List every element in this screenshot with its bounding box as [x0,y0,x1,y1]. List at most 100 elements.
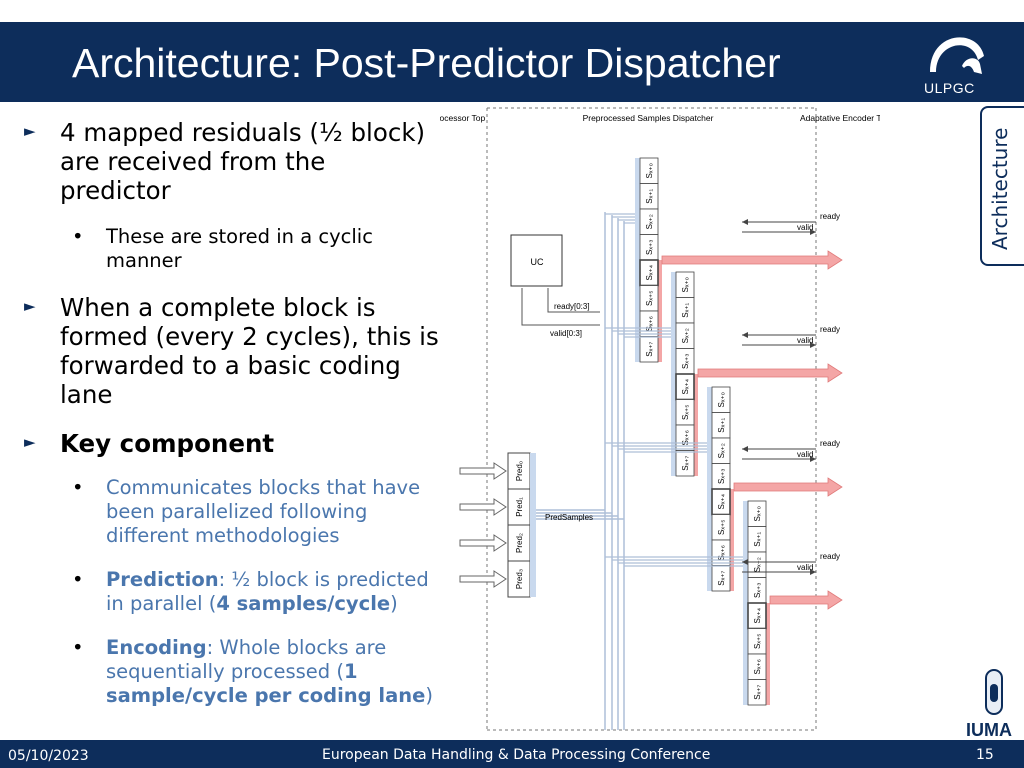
lane-3-ready-arrowhead [742,559,748,565]
bullet-3-sub-1: • Communicates blocks that have been par… [20,476,440,548]
coding-lanes: Sₓ₊₀ Sₓ₊₁ Sₓ₊₂ Sₓ₊₃ Sₓ₊₄ Sₓ₊₅ Sₓ₊₆ Sₓ₊₇ ready val… [459,157,843,730]
ulpgc-logo-icon [930,37,984,74]
lane-0-cell-3-label: Sₓ₊₃ [645,240,654,255]
lane-0-cell-2-label: Sₓ₊₂ [645,214,654,229]
lane-3-valid-label: valid [797,563,813,572]
label-encoder-top: Adaptative Encoder Top [800,113,880,123]
lane-2-cell-7-label: Sₓ₊₇ [717,571,726,586]
bullet-1-sub: • These are stored in a cyclic manner [20,225,440,273]
lane-3-cell-7 [747,679,767,706]
label-encoder-top-text: Adaptative Encoder Top [800,113,880,123]
dot-bullet-icon: • [72,636,84,659]
lane-0-input-strip [635,158,640,362]
encoding-rate: 1 sample/cycle per coding lane [106,660,426,707]
triangle-bullet-icon: ► [24,433,36,451]
valid-bus-line [521,288,600,326]
pred-samples-label: PredSamples [545,513,593,522]
ready-bus-line [547,288,600,313]
label-dispatcher: Preprocessed Samples Dispatcher [583,113,714,123]
lane-0-ready-arrowhead [742,219,748,225]
lane-2-cell-4-label: Sₓ₊₄ [717,494,726,509]
section-tab[interactable]: Architecture [980,106,1024,266]
ulpgc-logo-text: ULPGC [924,80,975,96]
bullet-1: ► 4 mapped residuals (½ block) are recei… [20,118,440,205]
lane-1-valid-label: valid [797,336,813,345]
lane-1-cell-7-label: Sₓ₊₇ [681,456,690,471]
lane-2-ready-label: ready [820,439,840,448]
bullet-3-sub-2: • Prediction: ½ block is predicted in pa… [20,568,440,616]
lane-1-cell-2-label: Sₓ₊₂ [681,328,690,343]
lane-3-output-arrow [769,590,843,610]
lane-3-ready-label: ready [820,552,840,561]
valid-bus-label: valid[0:3] [550,329,582,338]
lane-2-valid-arrowhead [810,456,816,462]
bullet-3-sub-3: • Encoding: Whole blocks are sequentiall… [20,636,440,708]
pred-input-arrow-1 [459,498,507,516]
lane-2-cell-3-label: Sₓ₊₃ [717,469,726,484]
lane-0-cell-5-label: Sₓ₊₅ [645,291,654,306]
bullet-list: ► 4 mapped residuals (½ block) are recei… [20,118,440,728]
lane-1-valid-arrowhead [810,342,816,348]
lane-1-cell-3-label: Sₓ₊₃ [681,354,690,369]
pred-box-1-label: Pred₁ [515,497,524,517]
lane-0-output-arrow [661,250,843,270]
lane-2-input-strip [707,387,712,591]
lane-2-cell-5-label: Sₓ₊₅ [717,520,726,535]
bullet-1-text: 4 mapped residuals (½ block) are receive… [60,118,426,205]
lane-3-cell-1-label: Sₓ₊₁ [753,532,762,547]
prediction-label: Prediction [106,568,219,591]
lane-0-cell-7-label: Sₓ₊₇ [645,342,654,357]
bullet-2: ► When a complete block is formed (every… [20,293,440,409]
lane-1-cell-0-label: Sₓ₊₀ [681,277,690,293]
lane-0-cell-0-label: Sₓ₊₀ [645,163,654,179]
lane-1-cell-1-label: Sₓ₊₁ [681,303,690,318]
pred-box-3-label: Pred₃ [515,569,524,589]
dot-bullet-icon: • [72,476,84,499]
bullet-2-text: When a complete block is formed (every 2… [60,293,439,409]
bullet-3-sub-1-text: Communicates blocks that have been paral… [106,476,421,547]
lane-3-valid-arrowhead [810,569,816,575]
prediction-text: : ½ block is predicted in parallel ( [106,568,429,615]
bullet-1-sub-text: These are stored in a cyclic manner [106,225,373,272]
lane-0-ready-label: ready [820,212,840,221]
pred-output-strip [530,453,536,597]
lane-3-cell-3-label: Sₓ₊₃ [753,583,762,598]
lane-3-cell-2-label: Sₓ₊₂ [753,557,762,572]
iuma-logo-text: IUMA [966,720,1012,740]
encoding-text: : Whole blocks are sequentially processe… [106,636,387,683]
dot-bullet-icon: • [72,568,84,591]
lane-1-cell-6-label: Sₓ₊₆ [681,430,690,445]
bullet-3: ► Key component [20,429,440,458]
lane-3-cell-6-label: Sₓ₊₆ [753,659,762,674]
footer-conference: European Data Handling & Data Processing… [322,747,711,763]
lane-0-cell-4-label: Sₓ₊₄ [645,265,654,280]
ready-bus-label: ready[0:3] [554,302,590,311]
pred-input-arrow-0 [459,462,507,480]
footer-date: 05/10/2023 [8,748,89,764]
lane-3-cell-4-label: Sₓ₊₄ [753,608,762,623]
pred-box-0-label: Pred₀ [515,461,524,481]
uc-box [510,234,563,287]
label-dispatcher-text: Preprocessed Samples Dispatcher [583,113,714,123]
lane-0-cell-1-label: Sₓ₊₁ [645,189,654,204]
section-tab-label: Architecture [988,127,1012,250]
bullet-3-text: Key component [60,429,275,458]
encoding-close: ) [425,684,433,707]
label-preprocessor-top: Preprocessor Top [440,113,485,123]
footer-page-number: 15 [976,747,994,763]
lane-3-cell-0-label: Sₓ₊₀ [753,506,762,522]
lane-2-output-arrow [733,477,843,497]
lane-2-cell-0-label: Sₓ₊₀ [717,392,726,408]
triangle-bullet-icon: ► [24,297,36,315]
lane-3-input-strip [743,501,748,705]
pred-box-2-label: Pred₂ [515,533,524,553]
lane-3-output-strip [766,603,770,705]
lane-0-cell-6-label: Sₓ₊₆ [645,316,654,331]
slide-title: Architecture: Post-Predictor Dispatcher [72,40,781,86]
lane-2-cell-1-label: Sₓ₊₁ [717,418,726,433]
header-bar [0,22,1024,102]
lane-0-valid-arrowhead [810,229,816,235]
lane-1-cell-5-label: Sₓ₊₅ [681,405,690,420]
prediction-rate: 4 samples/cycle [216,592,391,615]
dispatcher-diagram: Preprocessor Top Preprocessed Samples Di… [440,107,880,731]
